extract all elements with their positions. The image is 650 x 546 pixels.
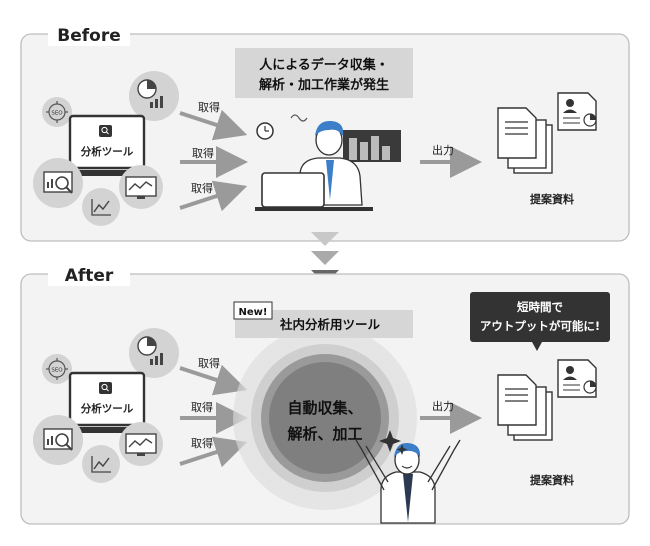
before-arrow-label-1: 取得	[198, 101, 220, 114]
report-person-icon	[557, 359, 597, 398]
before-output-label: 出力	[432, 143, 454, 157]
trend-monitor-icon	[119, 422, 163, 466]
svg-text:アウトプットが可能に!: アウトプットが可能に!	[480, 319, 600, 333]
after-panel: After SEO 分析ツール	[20, 262, 630, 525]
after-arrow-label-1: 取得	[198, 357, 220, 370]
pie-bar-chart-icon	[129, 328, 179, 378]
laptop-search-icon: 分析ツール	[56, 371, 158, 433]
after-arrow-label-3: 取得	[191, 437, 213, 450]
svg-text:SEO: SEO	[51, 368, 63, 374]
svg-text:人によるデータ収集・: 人によるデータ収集・	[259, 57, 389, 73]
after-label: After	[65, 266, 114, 286]
document-stack-icon	[497, 107, 553, 174]
after-output-label: 出力	[432, 399, 454, 413]
report-person-icon	[557, 92, 597, 131]
sparkle-icon	[396, 444, 408, 455]
before-arrow-label-3: 取得	[191, 182, 213, 195]
pie-bar-chart-icon	[129, 71, 179, 121]
after-tool-label: 分析ツール	[81, 402, 134, 415]
analytics-monitor-icon	[33, 415, 83, 465]
before-label: Before	[57, 26, 120, 46]
before-arrow-label-2: 取得	[192, 147, 214, 160]
before-tool-label: 分析ツール	[81, 145, 134, 158]
before-banner: 人によるデータ収集・ 解析・加工作業が発生	[235, 48, 413, 98]
before-result-label: 提案資料	[530, 192, 574, 206]
before-panel: Before SEO 分析ツール	[20, 22, 630, 242]
sparkle-icon	[379, 430, 401, 452]
svg-text:社内分析用ツール: 社内分析用ツール	[279, 317, 381, 332]
cheering-worker-illustration	[355, 430, 461, 524]
svg-text:解析・加工作業が発生: 解析・加工作業が発生	[258, 77, 389, 93]
automation-circle: 自動収集、 解析、加工	[233, 326, 417, 510]
seo-icon: SEO	[42, 97, 72, 127]
new-badge: New!	[233, 301, 273, 320]
svg-text:解析、加工: 解析、加工	[287, 425, 362, 443]
stressed-worker-illustration	[255, 114, 401, 211]
seo-icon: SEO	[42, 354, 72, 384]
svg-text:SEO: SEO	[51, 111, 63, 117]
after-arrow-label-2: 取得	[191, 401, 213, 414]
svg-text:短時間で: 短時間で	[517, 300, 563, 314]
svg-text:自動収集、: 自動収集、	[287, 399, 362, 417]
document-stack-icon	[497, 374, 553, 441]
speech-bubble: 短時間で アウトプットが可能に!	[470, 292, 610, 351]
trend-monitor-icon	[119, 165, 163, 209]
line-chart-icon	[82, 445, 120, 483]
line-chart-icon	[82, 188, 120, 226]
analytics-monitor-icon	[33, 158, 83, 208]
svg-text:New!: New!	[239, 307, 268, 318]
after-result-label: 提案資料	[530, 473, 574, 487]
